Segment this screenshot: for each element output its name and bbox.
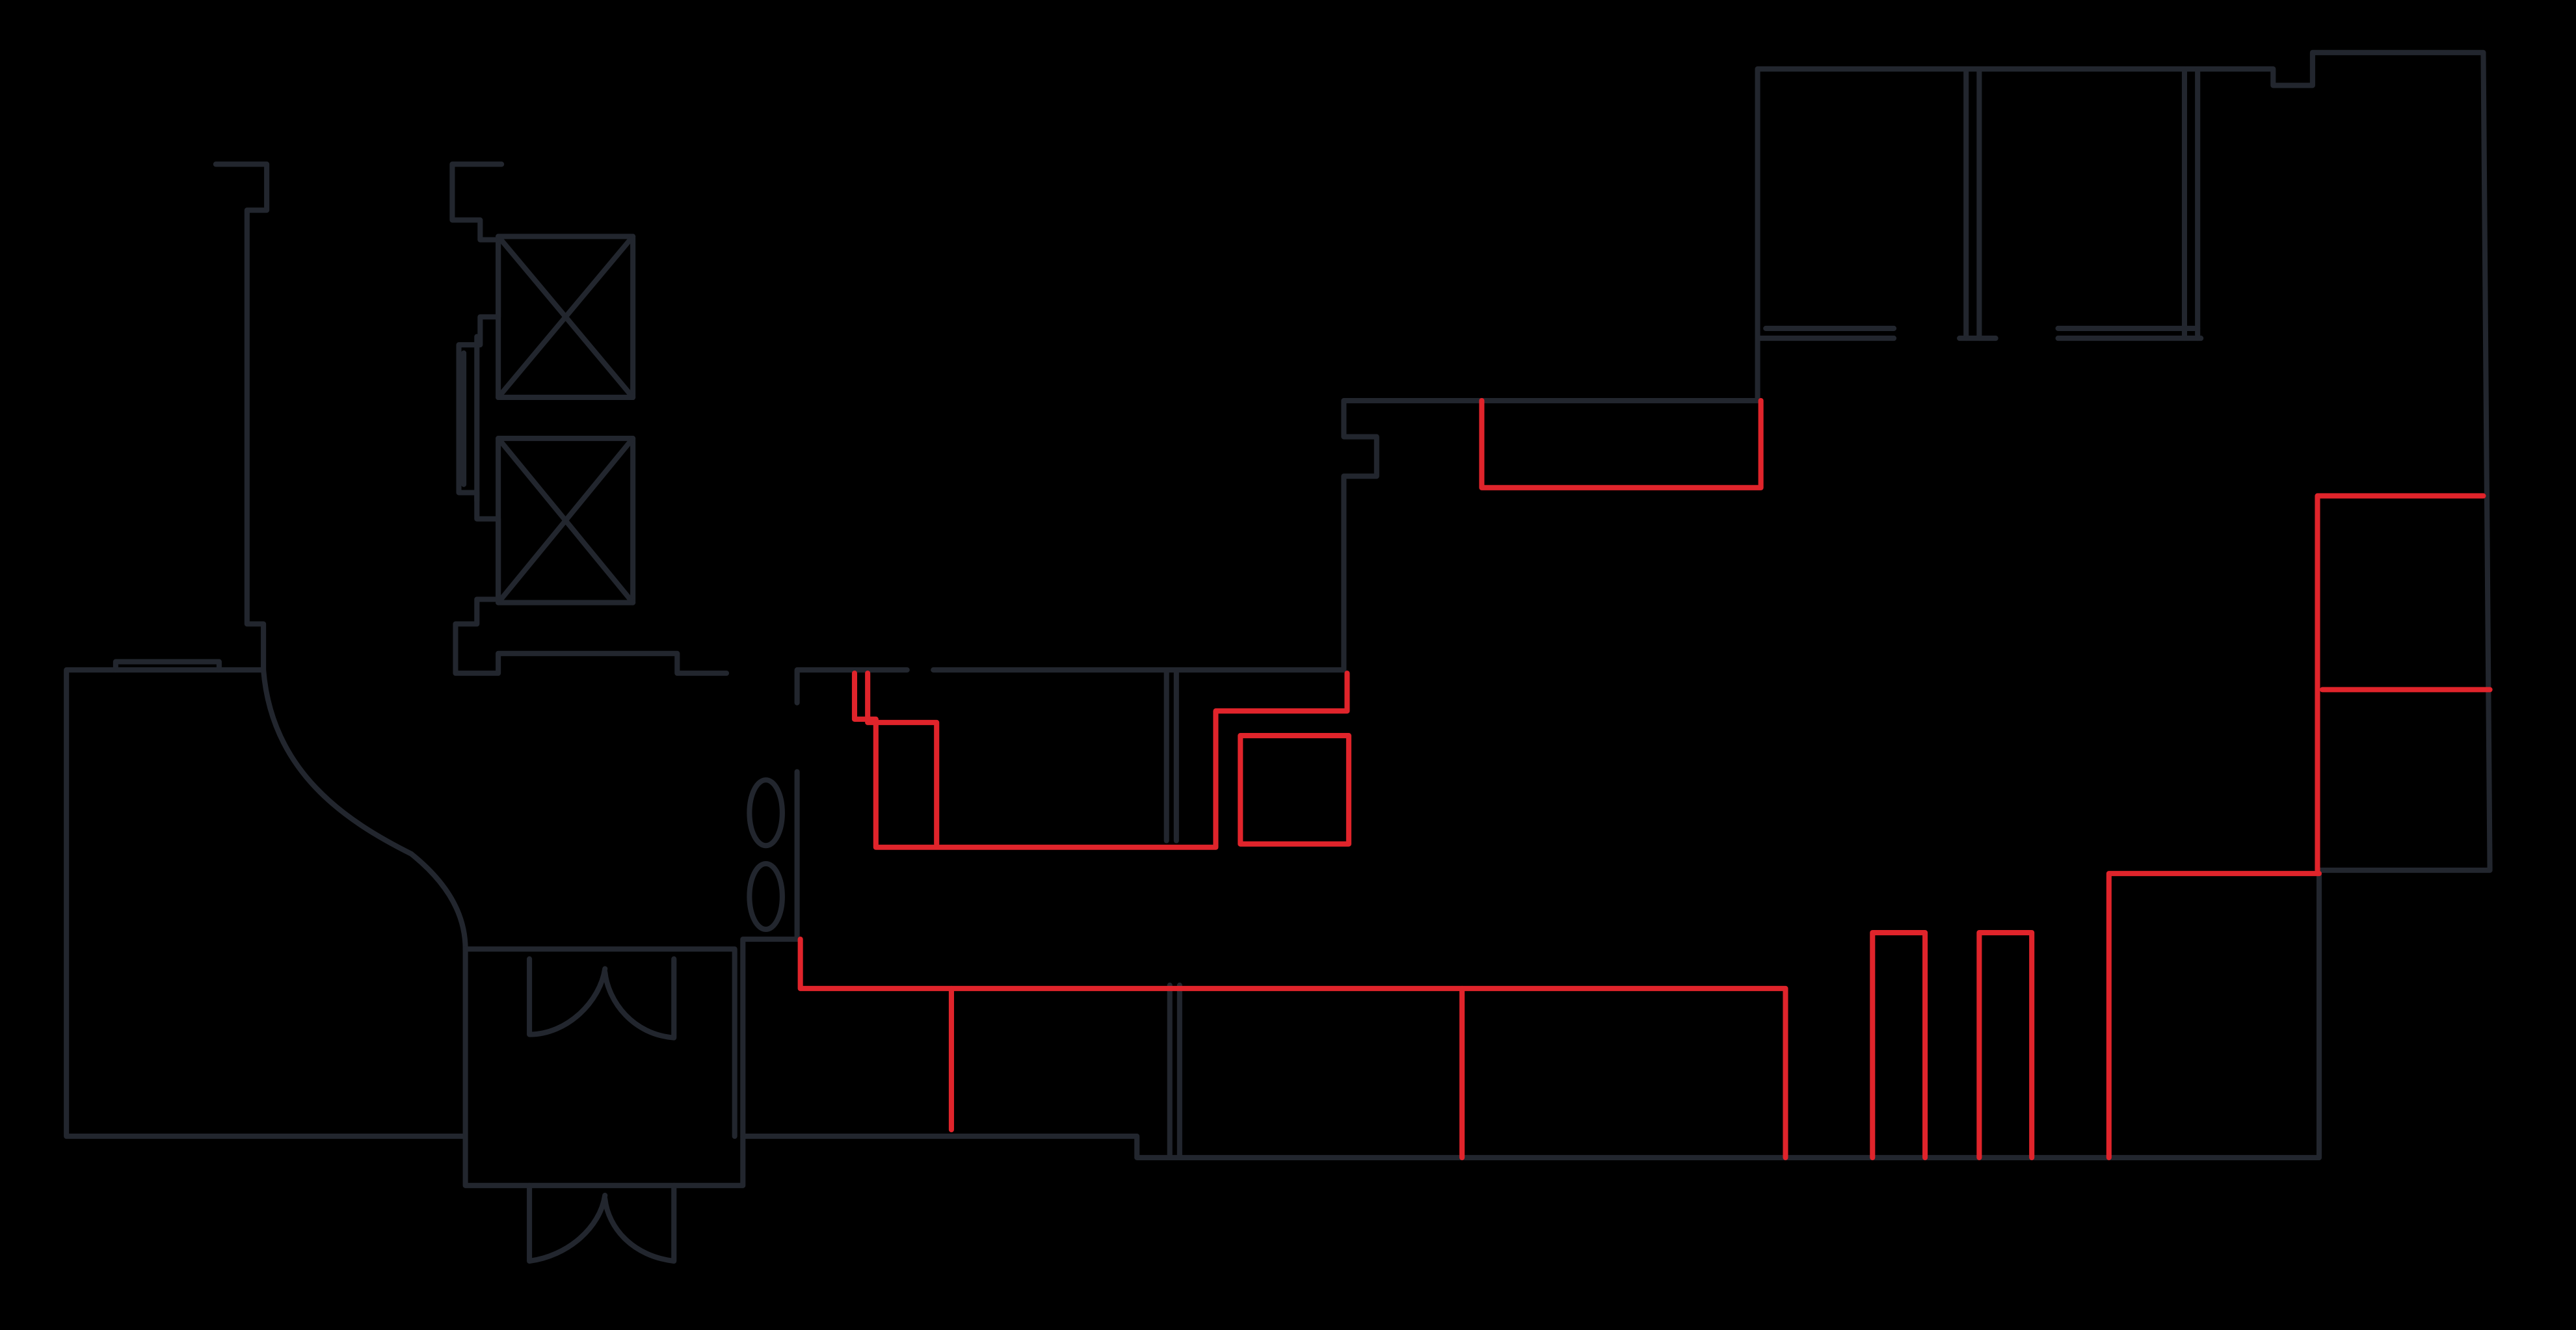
door-swing-1 xyxy=(527,956,608,1037)
reception-north-notch xyxy=(113,659,222,673)
north-room-partition-2 xyxy=(2181,66,2201,341)
sink-2 xyxy=(747,860,785,933)
central-west-wall xyxy=(740,769,2322,1160)
north-room-partition-1 xyxy=(1963,66,1982,341)
elevator-cab-2 xyxy=(496,436,636,605)
central-small-room xyxy=(1238,733,1351,847)
existing-walls xyxy=(64,49,2493,1264)
north-east-wing-wall xyxy=(1755,49,2493,1160)
central-partition xyxy=(1163,667,1179,844)
room-southeast xyxy=(2106,871,2322,1160)
door-swing-2 xyxy=(602,956,677,1041)
door-swing-4 xyxy=(602,1182,677,1264)
mid-east-wall xyxy=(1341,397,1760,673)
west-corridor-wall xyxy=(213,161,270,673)
closet-1 xyxy=(1870,929,1928,1160)
door-swing-3 xyxy=(527,1182,608,1264)
elevator-cab-2-cross xyxy=(496,436,636,605)
reception-curved-wall xyxy=(261,667,468,952)
reception-north-wall xyxy=(64,667,467,1139)
south-offices-north-wall xyxy=(797,937,1788,1160)
elevator-side-wall xyxy=(461,334,480,504)
room-north-central xyxy=(1479,397,1764,490)
sink-1 xyxy=(747,777,785,849)
elevator-core-wall xyxy=(449,161,730,676)
central-west-partition xyxy=(1167,982,1182,1160)
central-room-outline xyxy=(851,671,1350,850)
vestibule-north-wall xyxy=(462,946,737,1139)
elevator-cab-1 xyxy=(496,233,636,401)
closet-2 xyxy=(1976,929,2035,1160)
elevator-cab-1-cross xyxy=(496,233,636,401)
vestibule-wall xyxy=(462,946,746,1188)
central-room-inner xyxy=(865,671,940,847)
room-east-upper xyxy=(2315,493,2486,873)
new-walls xyxy=(797,397,2493,1160)
central-north-wall xyxy=(794,667,1347,706)
